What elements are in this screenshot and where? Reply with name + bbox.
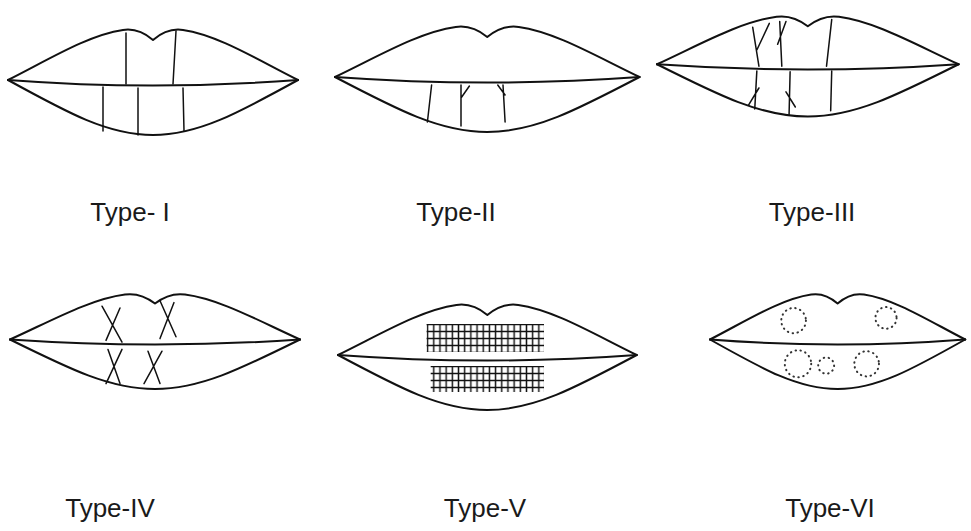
type-label: Type-VI <box>785 493 875 524</box>
lip-type-4 <box>10 294 300 389</box>
type-label: Type- I <box>90 197 169 228</box>
lip-type-6 <box>710 294 965 389</box>
type-label: Type-IV <box>65 493 155 524</box>
lip-type-1 <box>8 30 298 135</box>
type-label: Type-II <box>416 197 495 228</box>
type-label: Type-III <box>769 197 856 228</box>
lip-type-3 <box>657 16 959 116</box>
lip-type-2 <box>335 27 640 132</box>
type-label: Type-V <box>444 493 526 524</box>
lip-type-5 <box>338 305 637 410</box>
